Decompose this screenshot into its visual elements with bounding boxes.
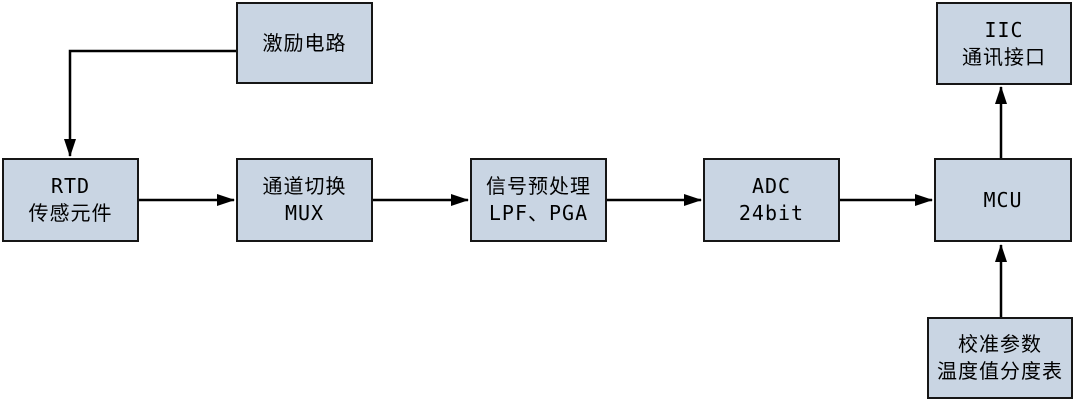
node-adc-label-line2: 24bit xyxy=(738,201,805,225)
node-adc: ADC 24bit xyxy=(703,158,840,242)
node-channel-mux: 通道切换 MUX xyxy=(236,158,373,242)
node-calibration-label-line1: 校准参数 xyxy=(958,332,1042,356)
node-preprocess-label-line1: 信号预处理 xyxy=(486,174,591,198)
node-preprocess-label-line2: LPF、PGA xyxy=(488,201,589,225)
node-signal-preprocess: 信号预处理 LPF、PGA xyxy=(470,158,607,242)
node-mux-label-line1: 通道切换 xyxy=(262,174,347,198)
node-iic-interface: IIC 通讯接口 xyxy=(936,2,1072,85)
node-rtd-label-line2: 传感元件 xyxy=(28,201,113,225)
node-calibration-table: 校准参数 温度值分度表 xyxy=(927,317,1073,399)
node-calibration-label-line2: 温度值分度表 xyxy=(937,359,1063,383)
node-iic-label-line1: IIC xyxy=(984,17,1024,42)
node-mcu-label: MCU xyxy=(983,187,1023,212)
node-rtd-sensor: RTD 传感元件 xyxy=(2,158,139,242)
node-rtd-label-line1: RTD xyxy=(50,174,91,198)
arrow-excitation-to-rtd xyxy=(64,49,236,157)
node-excitation-circuit: 激励电路 xyxy=(236,2,373,84)
node-iic-label-line2: 通讯接口 xyxy=(962,44,1046,69)
node-adc-label-line1: ADC xyxy=(751,174,792,198)
node-mux-label-line2: MUX xyxy=(284,201,325,225)
node-mcu: MCU xyxy=(934,158,1072,242)
node-excitation-label: 激励电路 xyxy=(262,30,347,55)
